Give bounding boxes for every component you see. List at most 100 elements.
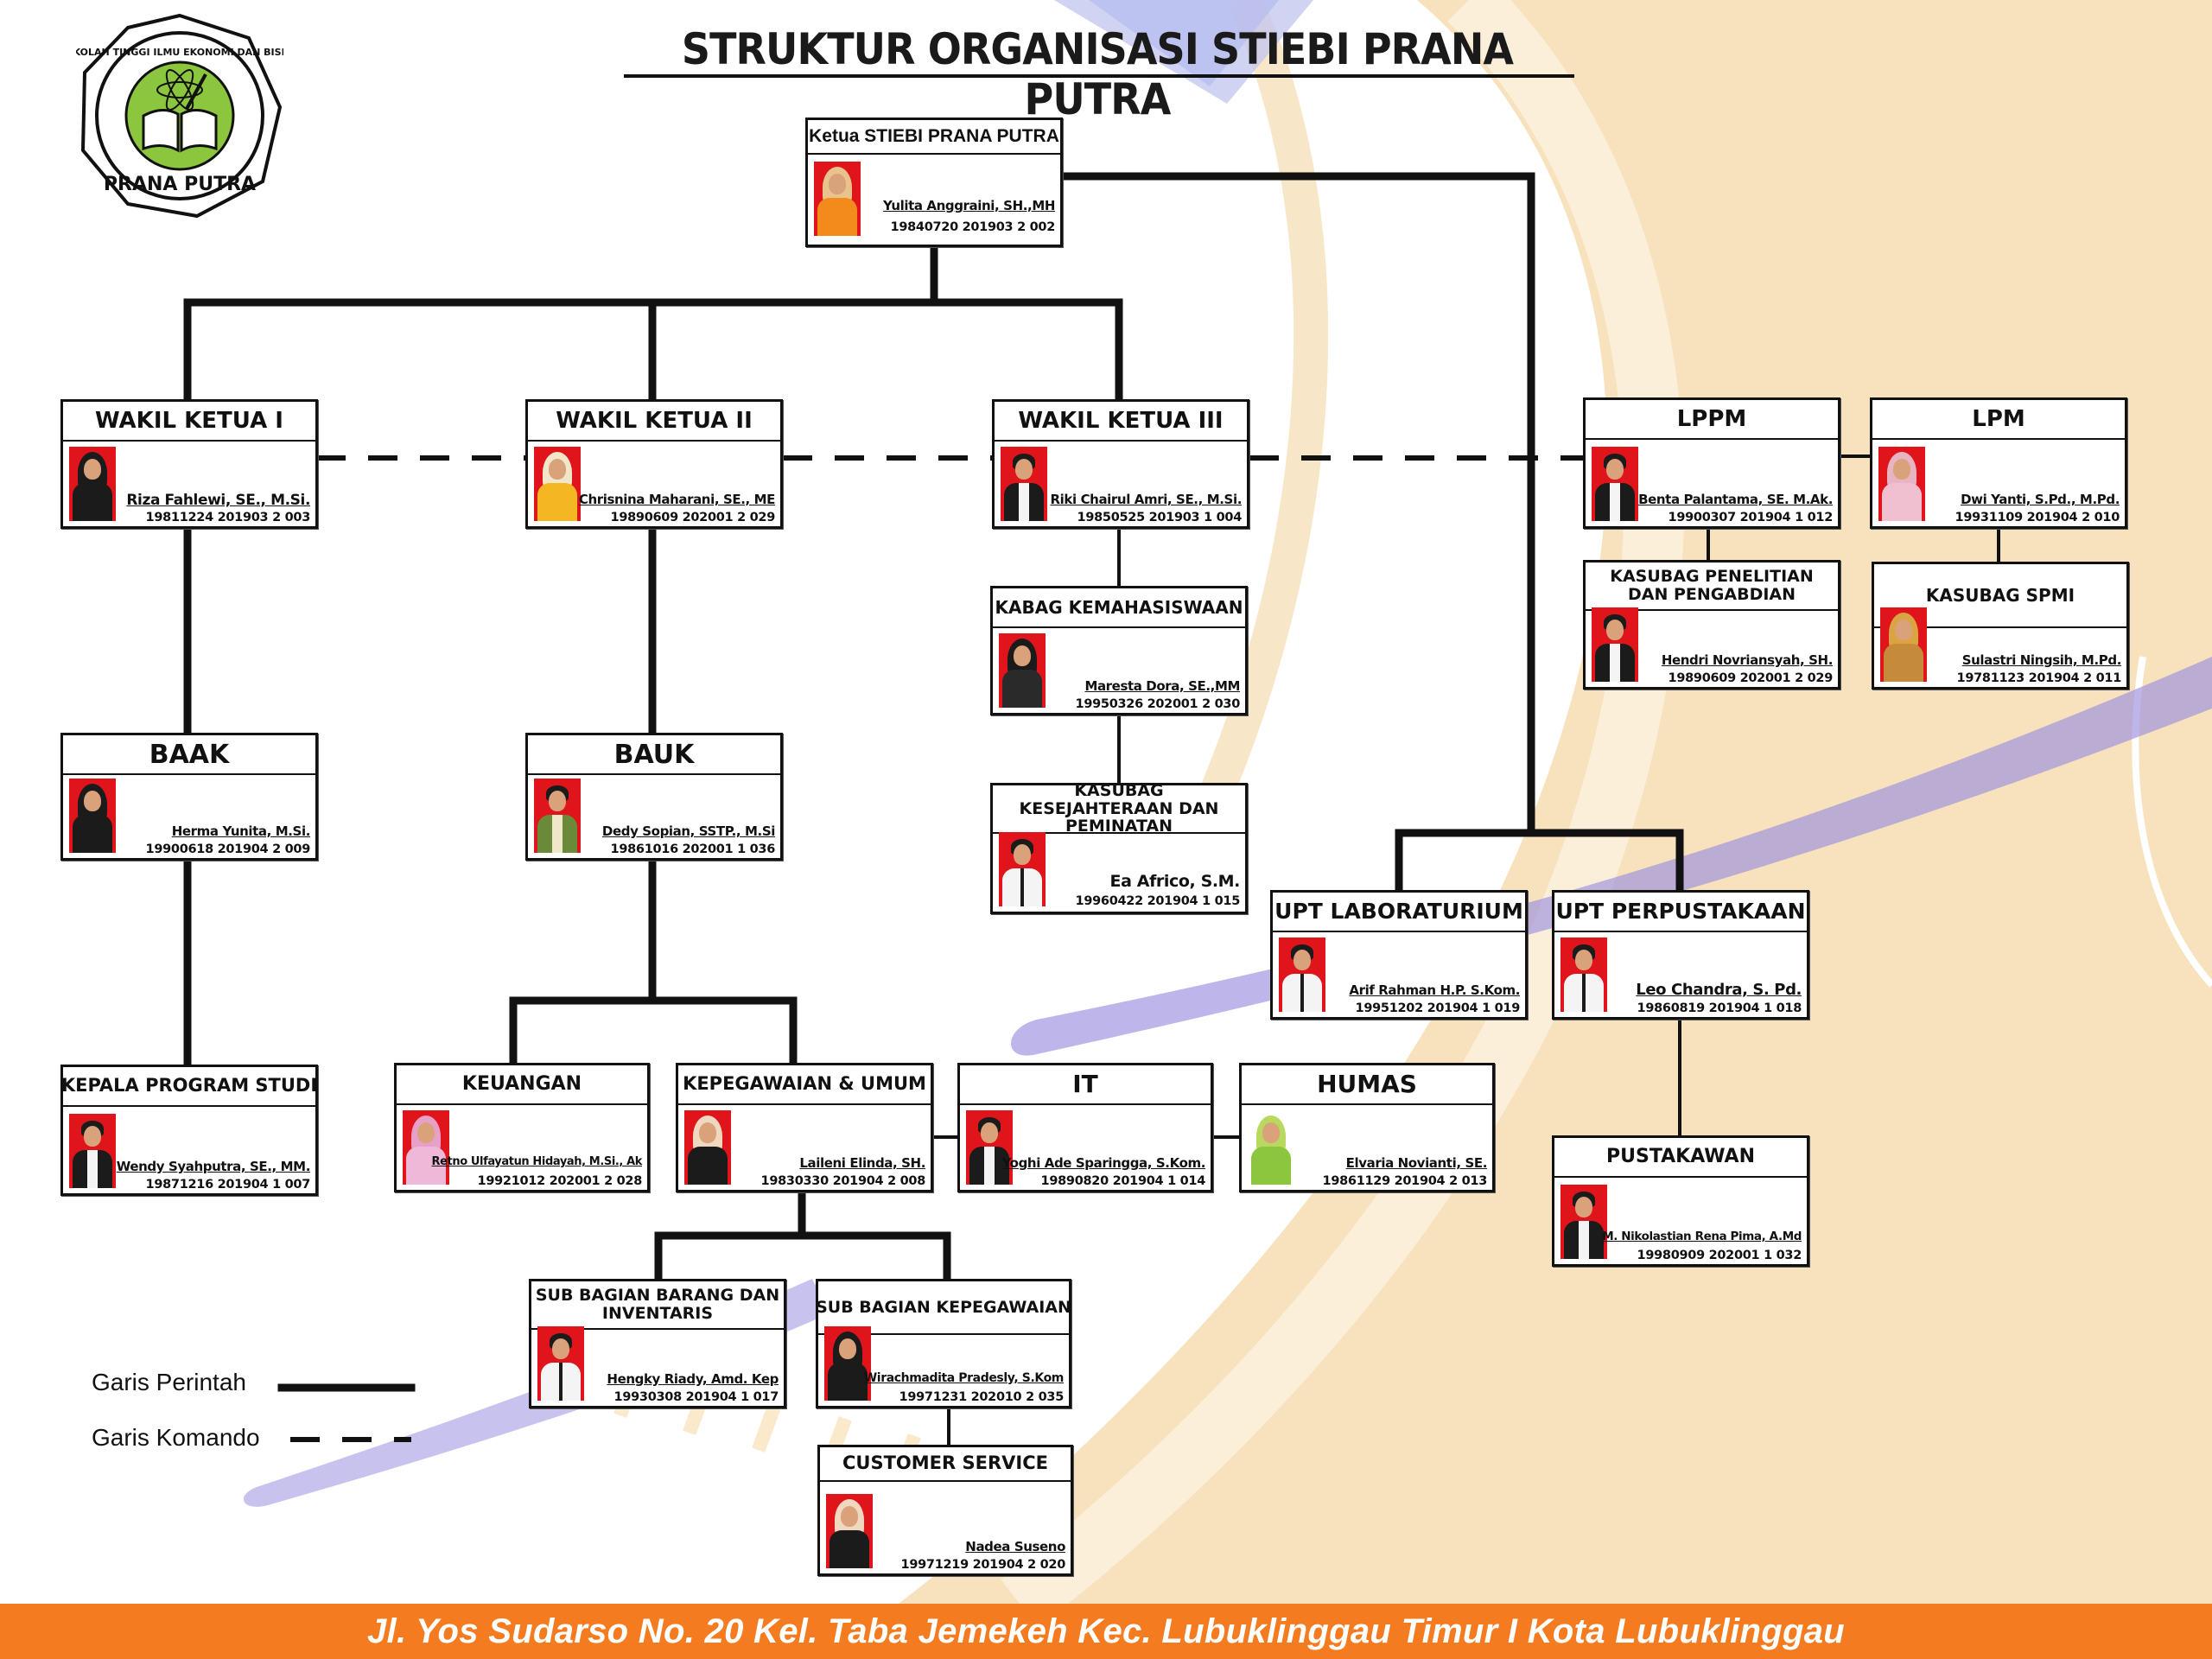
kasubag-spmi-title: KASUBAG SPMI xyxy=(1874,564,2126,628)
box-wakil-ketua-3: WAKIL KETUA III Riki Chairul Amri, SE., … xyxy=(992,399,1249,529)
wakil2-id: 19890609 202001 2 029 xyxy=(610,511,776,524)
sub-kepeg-photo xyxy=(824,1326,871,1401)
box-kepala-program-studi: KEPALA PROGRAM STUDI Wendy Syahputra, SE… xyxy=(60,1065,318,1196)
pustakawan-name: M. Nikolastian Rena Pima, A.Md xyxy=(1602,1230,1802,1243)
box-keuangan: KEUANGAN Retno Ulfayatun Hidayah, M.Si.,… xyxy=(394,1063,650,1192)
box-lpm: LPM Dwi Yanti, S.Pd., M.Pd. 19931109 201… xyxy=(1870,397,2127,529)
wakil3-photo xyxy=(1001,447,1047,521)
stiebi-logo: SEKOLAH TINGGI ILMU EKONOMI DAN BISNIS P… xyxy=(76,13,283,219)
kasubag-kesejahteraan-name: Ea Africo, S.M. xyxy=(1109,872,1241,891)
ketua-name: Yulita Anggraini, SH.,MH xyxy=(882,198,1055,213)
sub-barang-photo xyxy=(537,1326,584,1401)
wakil3-id: 19850525 201903 1 004 xyxy=(1077,511,1243,524)
box-ketua: Ketua STIEBI PRANA PUTRA Yulita Anggrain… xyxy=(805,118,1063,247)
box-lppm: LPPM Benta Palantama, SE. M.Ak. 19900307… xyxy=(1583,397,1840,529)
kabag-kemahasiswaan-name: Maresta Dora, SE.,MM xyxy=(1084,678,1240,694)
bauk-id: 19861016 202001 1 036 xyxy=(610,842,776,856)
ketua-id: 19840720 201903 2 002 xyxy=(890,220,1056,234)
footer-address: Jl. Yos Sudarso No. 20 Kel. Taba Jemekeh… xyxy=(0,1604,2212,1659)
kasubag-penelitian-name: Hendri Novriansyah, SH. xyxy=(1661,652,1834,668)
kasubag-penelitian-title: KASUBAG PENELITIAN DAN PENGABDIAN xyxy=(1586,563,1838,611)
sub-barang-name: Hengky Riady, Amd. Kep xyxy=(607,1371,779,1387)
kaprodi-id: 19871216 201904 1 007 xyxy=(145,1178,311,1192)
kepegawaian-umum-title: KEPEGAWAIAN & UMUM xyxy=(678,1065,931,1105)
box-it: IT Yoghi Ade Sparingga, S.Kom. 19890820 … xyxy=(957,1063,1213,1192)
title-underline xyxy=(624,74,1574,78)
box-kepegawaian-umum: KEPEGAWAIAN & UMUM Laileni Elinda, SH. 1… xyxy=(676,1063,933,1192)
box-wakil-ketua-2: WAKIL KETUA II Chrisnina Maharani, SE., … xyxy=(525,399,783,529)
lpm-name: Dwi Yanti, S.Pd., M.Pd. xyxy=(1961,492,2120,507)
keuangan-title: KEUANGAN xyxy=(397,1065,647,1105)
upt-lab-photo xyxy=(1279,938,1325,1012)
upt-lab-id: 19951202 201904 1 019 xyxy=(1355,1001,1521,1015)
baak-id: 19900618 201904 2 009 xyxy=(145,842,311,856)
logo-ring-text: SEKOLAH TINGGI ILMU EKONOMI DAN BISNIS xyxy=(76,47,283,58)
box-bauk: BAUK Dedy Sopian, SSTP., M.Si 19861016 2… xyxy=(525,733,783,861)
wakil1-photo xyxy=(69,447,116,521)
customer-service-title: CUSTOMER SERVICE xyxy=(820,1447,1071,1482)
lppm-name: Benta Palantama, SE. M.Ak. xyxy=(1638,492,1833,507)
kasubag-kesejahteraan-title: KASUBAG KESEJAHTERAAN DAN PEMINATAN xyxy=(993,781,1245,836)
box-baak: BAAK Herma Yunita, M.Si. 19900618 201904… xyxy=(60,733,318,861)
kepegawaian-umum-id: 19830330 201904 2 008 xyxy=(760,1174,926,1188)
wakil2-title: WAKIL KETUA II xyxy=(528,402,780,442)
kasubag-penelitian-photo xyxy=(1592,607,1638,682)
upt-pustaka-photo xyxy=(1560,938,1607,1012)
lppm-title: LPPM xyxy=(1586,400,1838,440)
lpm-id: 19931109 201904 2 010 xyxy=(1955,511,2120,524)
upt-lab-title: UPT LABORATURIUM xyxy=(1273,893,1525,932)
lpm-photo xyxy=(1878,447,1925,521)
kasubag-spmi-name: Sulastri Ningsih, M.Pd. xyxy=(1961,652,2122,668)
upt-pustaka-id: 19860819 201904 1 018 xyxy=(1637,1001,1802,1015)
sub-kepeg-id: 19971231 202010 2 035 xyxy=(899,1390,1065,1404)
kaprodi-title: KEPALA PROGRAM STUDI xyxy=(61,1067,317,1107)
pustakawan-id: 19980909 202001 1 032 xyxy=(1637,1249,1802,1262)
upt-pustaka-name: Leo Chandra, S. Pd. xyxy=(1636,981,1802,999)
kasubag-penelitian-id: 19890609 202001 2 029 xyxy=(1668,671,1834,685)
box-sub-bagian-kepegawaian: SUB BAGIAN KEPEGAWAIAN Wirachmadita Prad… xyxy=(816,1279,1071,1408)
kepegawaian-umum-photo xyxy=(684,1110,731,1185)
wakil1-name: Riza Fahlewi, SE., M.Si. xyxy=(126,492,310,509)
kasubag-kesejahteraan-photo xyxy=(999,832,1046,906)
keuangan-photo xyxy=(403,1110,449,1185)
customer-service-id: 19971219 201904 2 020 xyxy=(900,1558,1066,1572)
wakil3-title: WAKIL KETUA III xyxy=(995,402,1247,442)
box-upt-perpustakaan: UPT PERPUSTAKAAN Leo Chandra, S. Pd. 198… xyxy=(1552,890,1809,1020)
bauk-photo xyxy=(534,779,581,853)
kasubag-spmi-id: 19781123 201904 2 011 xyxy=(1956,671,2122,685)
humas-name: Elvaria Novianti, SE. xyxy=(1345,1155,1488,1171)
page-title: STRUKTUR ORGANISASI STIEBI PRANA PUTRA xyxy=(681,24,1514,124)
upt-lab-name: Arif Rahman H.P. S.Kom. xyxy=(1349,982,1520,998)
wakil3-name: Riki Chairul Amri, SE., M.Si. xyxy=(1050,492,1243,507)
humas-title: HUMAS xyxy=(1242,1065,1492,1105)
humas-id: 19861129 201904 2 013 xyxy=(1322,1174,1488,1188)
ketua-title: Ketua STIEBI PRANA PUTRA xyxy=(808,120,1060,155)
kasubag-kesejahteraan-id: 19960422 201904 1 015 xyxy=(1075,894,1241,908)
pustakawan-title: PUSTAKAWAN xyxy=(1554,1138,1807,1178)
sub-barang-id: 19930308 201904 1 017 xyxy=(613,1390,779,1404)
baak-name: Herma Yunita, M.Si. xyxy=(171,823,311,839)
kabag-kemahasiswaan-title: KABAG KEMAHASISWAAN xyxy=(993,588,1245,628)
legend-coordination-label: Garis Komando xyxy=(92,1424,260,1451)
box-humas: HUMAS Elvaria Novianti, SE. 19861129 201… xyxy=(1239,1063,1495,1192)
connector-ketua-right xyxy=(1058,172,1535,837)
box-kasubag-kesejahteraan: KASUBAG KESEJAHTERAAN DAN PEMINATAN Ea A… xyxy=(990,781,1248,914)
kaprodi-name: Wendy Syahputra, SE., MM. xyxy=(116,1159,311,1174)
legend-command-label: Garis Perintah xyxy=(92,1369,246,1395)
lppm-id: 19900307 201904 1 012 xyxy=(1668,511,1834,524)
lpm-title: LPM xyxy=(1872,400,2125,440)
keuangan-id: 19921012 202001 2 028 xyxy=(477,1174,643,1188)
sub-kepeg-title: SUB BAGIAN KEPEGAWAIAN xyxy=(816,1281,1071,1335)
it-title: IT xyxy=(960,1065,1211,1105)
kabag-kemahasiswaan-id: 19950326 202001 2 030 xyxy=(1075,697,1241,711)
sub-barang-title: SUB BAGIAN BARANG DAN INVENTARIS xyxy=(531,1281,784,1330)
wakil2-photo xyxy=(534,447,581,521)
customer-service-name: Nadea Suseno xyxy=(965,1539,1065,1554)
upt-pustaka-title: UPT PERPUSTAKAAN xyxy=(1554,893,1807,932)
wakil1-id: 19811224 201903 2 003 xyxy=(145,511,311,524)
lppm-photo xyxy=(1592,447,1638,521)
box-customer-service: CUSTOMER SERVICE Nadea Suseno 19971219 2… xyxy=(817,1445,1073,1576)
logo-bottom-text: PRANA PUTRA xyxy=(104,174,256,195)
box-pustakawan: PUSTAKAWAN M. Nikolastian Rena Pima, A.M… xyxy=(1552,1135,1809,1267)
